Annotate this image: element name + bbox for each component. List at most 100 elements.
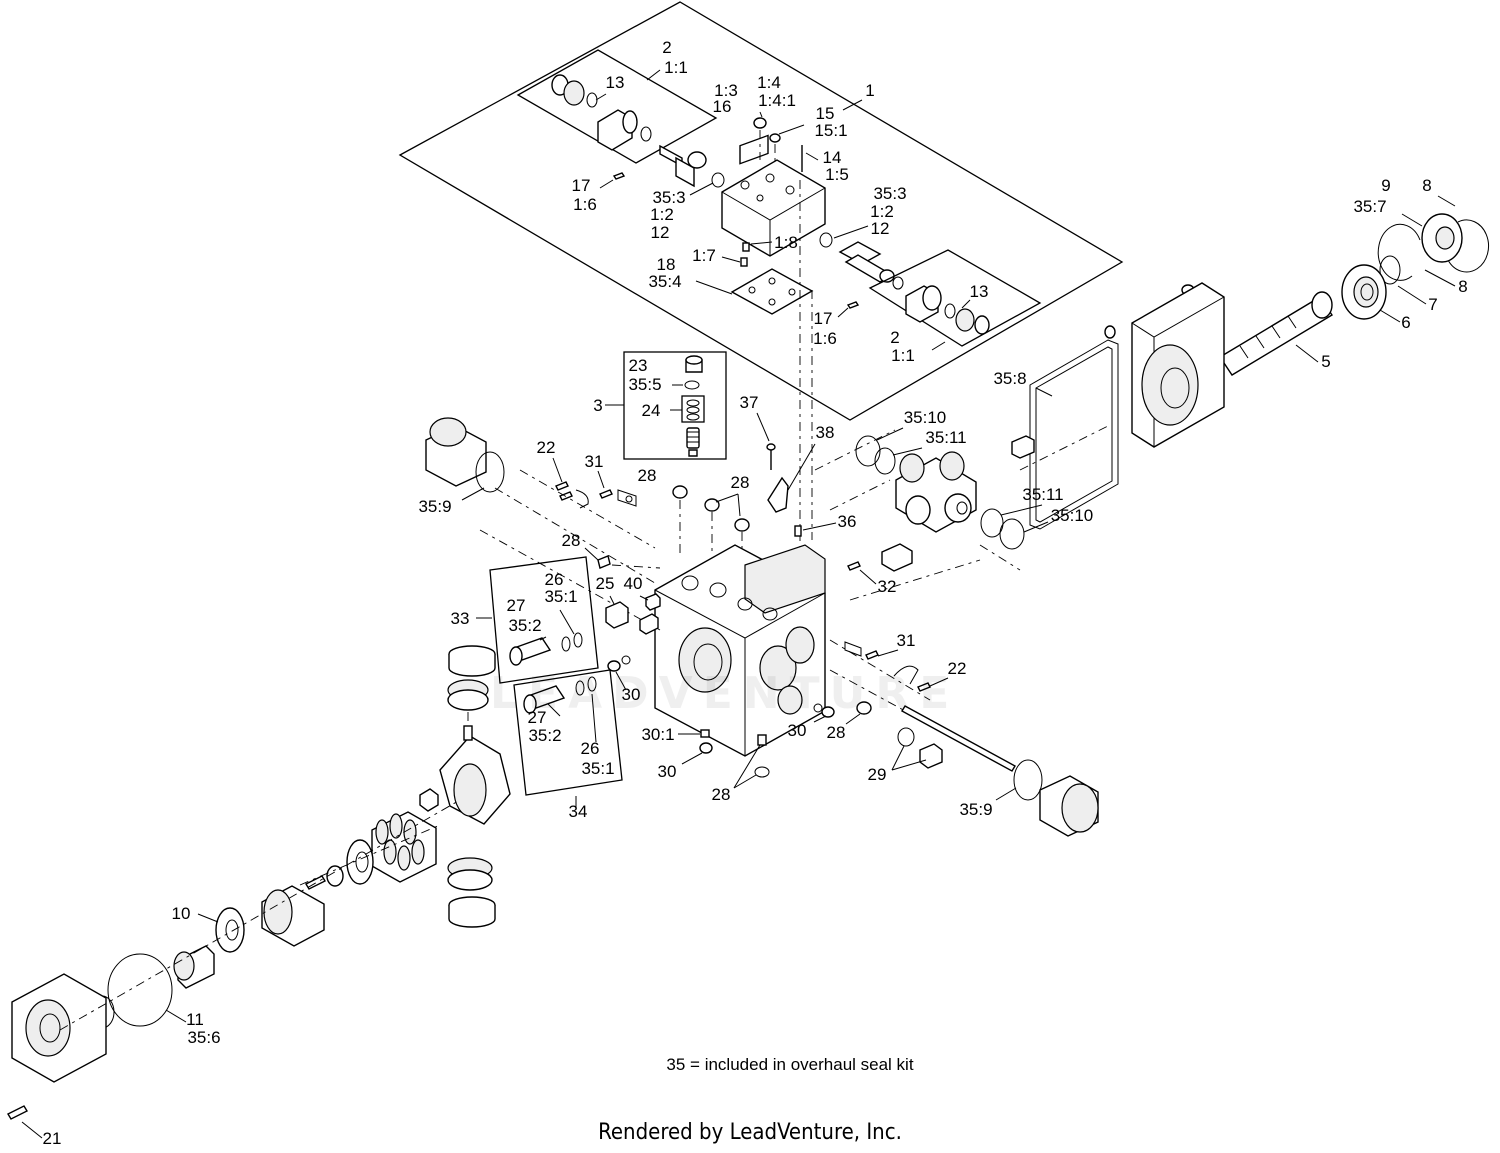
thrust-plate — [346, 839, 374, 885]
callout-c-35-1-top: 35:1 — [544, 587, 577, 606]
callout-c-14: 14 — [823, 148, 842, 167]
callout-c-16: 16 — [713, 97, 732, 116]
screw-31-top — [599, 489, 613, 499]
plug-25 — [605, 601, 629, 629]
plate-10 — [215, 907, 245, 953]
fitting-40 — [645, 593, 661, 611]
plug-29 — [919, 743, 943, 769]
callout-c-7: 7 — [1428, 295, 1437, 314]
plug-30-c — [699, 742, 713, 754]
housing-bore-left — [678, 627, 732, 693]
callout-c-30-c: 30 — [658, 762, 677, 781]
plug-28-b — [704, 498, 720, 512]
callout-c-6: 6 — [1401, 313, 1410, 332]
callout-c-1-8: 1:8 — [774, 233, 798, 252]
input-shaft-5 — [1219, 296, 1333, 376]
solenoid-coil-top — [563, 80, 585, 106]
callout-c-38: 38 — [816, 423, 835, 442]
callout-c-28-e: 28 — [712, 785, 731, 804]
callout-c-21: 21 — [43, 1129, 62, 1148]
subassembly-2-right-box — [868, 249, 1042, 347]
o-ring-35-6 — [107, 953, 173, 1027]
plug-16 — [753, 117, 767, 129]
pin-1-7 — [740, 257, 748, 267]
callout-c-35-4: 35:4 — [648, 272, 681, 291]
callout-c-35-11-top: 35:11 — [925, 428, 966, 447]
callout-c-35-9-right: 35:9 — [959, 800, 992, 819]
rod — [901, 705, 1016, 772]
callout-c-35-7: 35:7 — [1353, 197, 1386, 216]
spool-left — [675, 156, 695, 188]
callout-c-8-right: 8 — [1458, 277, 1467, 296]
retaining-ring-8-right — [1377, 223, 1421, 281]
callout-c-22-right: 22 — [948, 659, 967, 678]
callout-c-1-6-top: 1:6 — [573, 195, 597, 214]
screw-31-right — [865, 650, 879, 660]
callout-c-35-11-right: 35:11 — [1022, 485, 1063, 504]
callout-c-1-2-right: 1:2 — [870, 202, 894, 221]
callout-c-13-top: 13 — [606, 73, 625, 92]
footnote-text: 35 = included in overhaul seal kit — [666, 1055, 914, 1074]
callout-c-23: 23 — [629, 356, 648, 375]
screw-17-right — [846, 301, 860, 309]
lever-38 — [767, 476, 789, 513]
check-valve-group-3 — [605, 351, 727, 460]
callout-c-1-4-1: 1:4:1 — [758, 91, 796, 110]
pin-36 — [794, 525, 802, 537]
callout-c-1-5: 1:5 — [825, 165, 849, 184]
callout-c-24: 24 — [642, 401, 661, 420]
bushing-32 — [881, 543, 913, 572]
plug-28-d — [856, 701, 872, 715]
plug-28-c — [734, 518, 750, 532]
callout-c-30-1: 30:1 — [641, 725, 674, 744]
callout-c-22-top: 22 — [537, 438, 556, 457]
callout-c-11: 11 — [186, 1010, 204, 1029]
plug-30-b — [821, 706, 835, 718]
callout-c-26-bottom: 26 — [581, 739, 600, 758]
gasket-35-8 — [1029, 339, 1119, 530]
plug-15 — [769, 133, 781, 143]
callout-c-2-top: 2 — [662, 38, 671, 57]
callout-c-3: 3 — [593, 396, 602, 415]
callout-c-18: 18 — [657, 255, 676, 274]
callout-c-30-b: 30 — [788, 721, 807, 740]
relief-valve-group-34 — [513, 669, 623, 808]
relief-valve-group-33 — [476, 556, 599, 684]
callout-c-25: 25 — [596, 574, 615, 593]
callout-c-35-3-left: 35:3 — [652, 188, 685, 207]
solenoid-coil-right — [955, 308, 975, 332]
callout-c-28-c: 28 — [562, 531, 581, 550]
o-ring-35-5 — [684, 380, 700, 390]
o-ring-35-10-top — [855, 435, 881, 467]
callout-c-35-5: 35:5 — [628, 375, 661, 394]
callout-c-28-a: 28 — [638, 466, 657, 485]
callout-c-2-right: 2 — [890, 328, 899, 347]
callout-c-32: 32 — [878, 577, 897, 596]
o-ring-left — [711, 172, 725, 188]
subassembly-2-top-box — [516, 49, 718, 164]
callout-c-29: 29 — [868, 765, 887, 784]
callout-c-12-right: 12 — [871, 219, 890, 238]
callout-c-35-2-bottom: 35:2 — [528, 726, 561, 745]
plug-28-e — [757, 734, 767, 746]
screw-17-top — [612, 172, 626, 180]
callout-c-40: 40 — [624, 574, 643, 593]
callout-c-35-9-left: 35:9 — [418, 497, 451, 516]
plug-28-a — [672, 485, 688, 499]
callout-c-12-left: 12 — [651, 223, 670, 242]
callout-c-9: 9 — [1381, 176, 1390, 195]
input-shaft-group — [1029, 195, 1490, 530]
plug-30-1 — [700, 729, 710, 738]
callout-c-1-4: 1:4 — [757, 73, 781, 92]
watermark: LEADVENTURE — [490, 668, 960, 719]
callout-c-31-top: 31 — [585, 452, 604, 471]
rotating-group — [7, 645, 511, 1139]
callout-c-1-7: 1:7 — [692, 246, 716, 265]
callout-c-27-top: 27 — [507, 596, 526, 615]
callout-c-26-top: 26 — [545, 570, 564, 589]
callout-c-1-1-top: 1:1 — [664, 58, 688, 77]
callout-c-35-10-top: 35:10 — [904, 408, 947, 427]
valve-block — [721, 159, 826, 257]
callout-box-34 — [513, 669, 623, 796]
